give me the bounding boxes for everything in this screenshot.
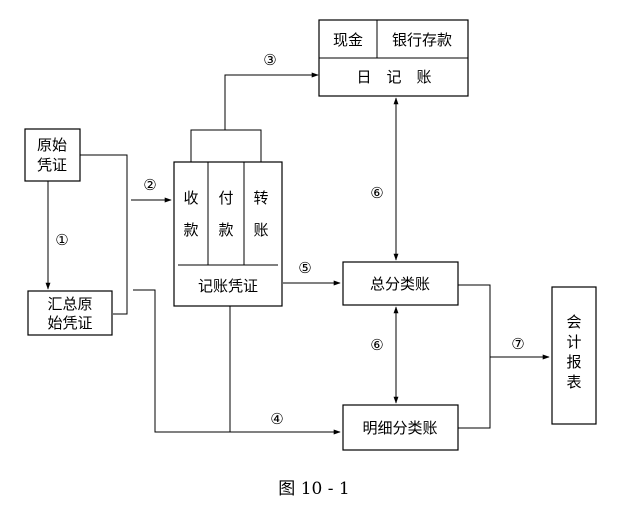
step-1: ① (55, 231, 68, 249)
step-6-lower: ⑥ (370, 336, 383, 354)
step-2: ② (143, 176, 156, 194)
node-summary-voucher: 汇总原 始凭证 (27, 290, 113, 336)
column-transfer: 转 (253, 189, 268, 207)
label-line: 汇总原 (47, 295, 92, 313)
node-original-voucher: 原始 凭证 (24, 128, 81, 182)
column-transfer: 账 (253, 221, 268, 239)
label-char: 报 (566, 353, 581, 371)
general-ledger-label: 总分类账 (370, 275, 430, 293)
line-summary-down (133, 289, 230, 433)
line-general-right (458, 284, 491, 429)
step-7: ⑦ (511, 335, 524, 353)
connectors (45, 72, 550, 435)
journal-title: 日 记 账 (356, 68, 431, 86)
step-6-upper: ⑥ (370, 184, 383, 202)
step-4: ④ (270, 410, 283, 428)
node-general-ledger: 总分类账 (342, 261, 459, 306)
subsidiary-ledger-label: 明细分类账 (362, 419, 437, 437)
column-receipt: 款 (183, 221, 198, 239)
step-5: ⑤ (298, 259, 311, 277)
line-original-right (80, 154, 128, 315)
node-subsidiary-ledger: 明细分类账 (342, 404, 459, 451)
column-receipt: 收 (183, 189, 198, 207)
step-labels: ① ② ③ ④ ⑤ ⑥ ⑥ ⑦ (55, 51, 524, 428)
label-char: 表 (566, 373, 581, 391)
column-payment: 付 (218, 189, 233, 207)
journal-bank: 银行存款 (392, 31, 452, 49)
voucher-label: 记账凭证 (198, 277, 258, 295)
step-3: ③ (263, 51, 276, 69)
node-accounting-report: 会 计 报 表 (551, 286, 597, 425)
voucher-bracket (190, 129, 262, 162)
journal-cash: 现金 (333, 31, 363, 49)
label-line: 原始 (37, 136, 67, 154)
node-bookkeeping-voucher: 收 款 付 款 转 账 记账凭证 (173, 161, 283, 307)
arrow-to-journal (224, 72, 319, 130)
node-journal: 现金 银行存款 日 记 账 (318, 19, 469, 97)
column-payment: 款 (218, 221, 233, 239)
label-line: 始凭证 (47, 314, 92, 332)
label-line: 凭证 (37, 156, 67, 174)
label-char: 计 (566, 333, 581, 351)
figure-caption: 图 10 - 1 (278, 479, 349, 499)
label-char: 会 (566, 313, 581, 331)
